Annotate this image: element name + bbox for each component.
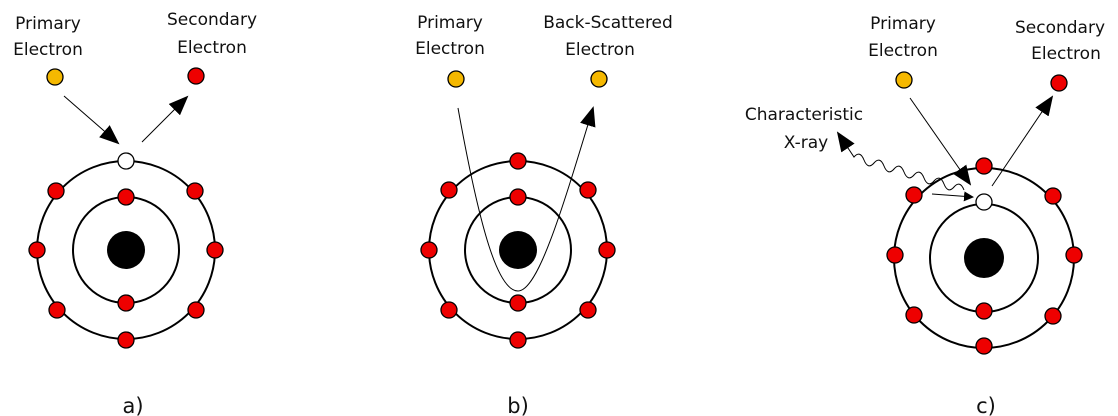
- outer-electron: [905, 306, 923, 324]
- outer-electron: [420, 241, 438, 259]
- inner-electron: [117, 294, 135, 312]
- outer-electron: [117, 331, 135, 349]
- secondary-electron-label: Secondary: [1015, 18, 1105, 38]
- primary-electron-label: Primary: [417, 13, 483, 33]
- outer-electron: [48, 301, 66, 319]
- primary-electron-label: Electron: [13, 40, 83, 60]
- nucleus: [499, 231, 537, 269]
- backscattered-electron-label: Electron: [565, 40, 635, 60]
- outer-electron: [975, 157, 993, 175]
- nucleus: [107, 231, 145, 269]
- xray-wave: [836, 131, 965, 191]
- outer-electron: [440, 181, 458, 199]
- vacancy: [117, 152, 135, 170]
- outer-electron: [1044, 187, 1062, 205]
- secondary-electron-label: Secondary: [167, 10, 257, 30]
- inner-electron: [117, 188, 135, 206]
- primary-electron-label: Electron: [415, 39, 485, 59]
- panel-caption: c): [976, 394, 996, 416]
- outer-electron: [187, 301, 205, 319]
- panel-b: Primary Electron Back-Scattered Electron…: [415, 13, 673, 416]
- ejection-arrow: [991, 95, 1054, 187]
- backscattered-electron-label: Back-Scattered: [543, 13, 673, 33]
- panel-caption: b): [507, 394, 529, 416]
- outer-electron: [47, 182, 65, 200]
- outer-electron: [598, 241, 616, 259]
- nucleus: [964, 238, 1004, 278]
- backscattered-electron: [590, 70, 608, 88]
- panel-c: Primary Electron Secondary Electron Char…: [745, 14, 1105, 416]
- panel-caption: a): [122, 394, 143, 416]
- outer-electron: [1065, 246, 1083, 264]
- secondary-electron: [187, 67, 205, 85]
- panel-a: Primary Electron Secondary Electron a): [13, 10, 257, 416]
- outer-electron: [206, 241, 224, 259]
- primary-electron: [447, 70, 465, 88]
- secondary-electron-label: Electron: [177, 38, 247, 58]
- outer-electron: [28, 241, 46, 259]
- outer-electron: [905, 186, 923, 204]
- ejection-arrow: [141, 95, 189, 143]
- inner-electron: [975, 302, 993, 320]
- vacancy: [975, 193, 993, 211]
- outer-electron: [886, 246, 904, 264]
- xray-label: Characteristic: [745, 105, 863, 125]
- primary-electron: [46, 68, 64, 86]
- primary-electron-label: Primary: [15, 14, 81, 34]
- secondary-electron-label: Electron: [1031, 44, 1101, 64]
- outer-electron: [509, 152, 527, 170]
- primary-electron-label: Primary: [870, 14, 936, 34]
- outer-electron: [579, 181, 597, 199]
- inner-electron: [509, 188, 527, 206]
- incident-arrow: [909, 97, 972, 186]
- outer-electron: [509, 331, 527, 349]
- outer-electron: [1044, 307, 1062, 325]
- outer-electron: [975, 337, 993, 355]
- outer-electron: [440, 301, 458, 319]
- backscatter-trajectory: [457, 106, 596, 292]
- primary-electron: [895, 71, 913, 89]
- secondary-electron: [1050, 74, 1068, 92]
- outer-electron: [579, 301, 597, 319]
- primary-electron-label: Electron: [868, 41, 938, 61]
- transition-arrow: [931, 191, 974, 202]
- inner-electron: [509, 294, 527, 312]
- incident-arrow: [63, 95, 120, 145]
- xray-label: X-ray: [784, 133, 828, 153]
- outer-electron: [186, 182, 204, 200]
